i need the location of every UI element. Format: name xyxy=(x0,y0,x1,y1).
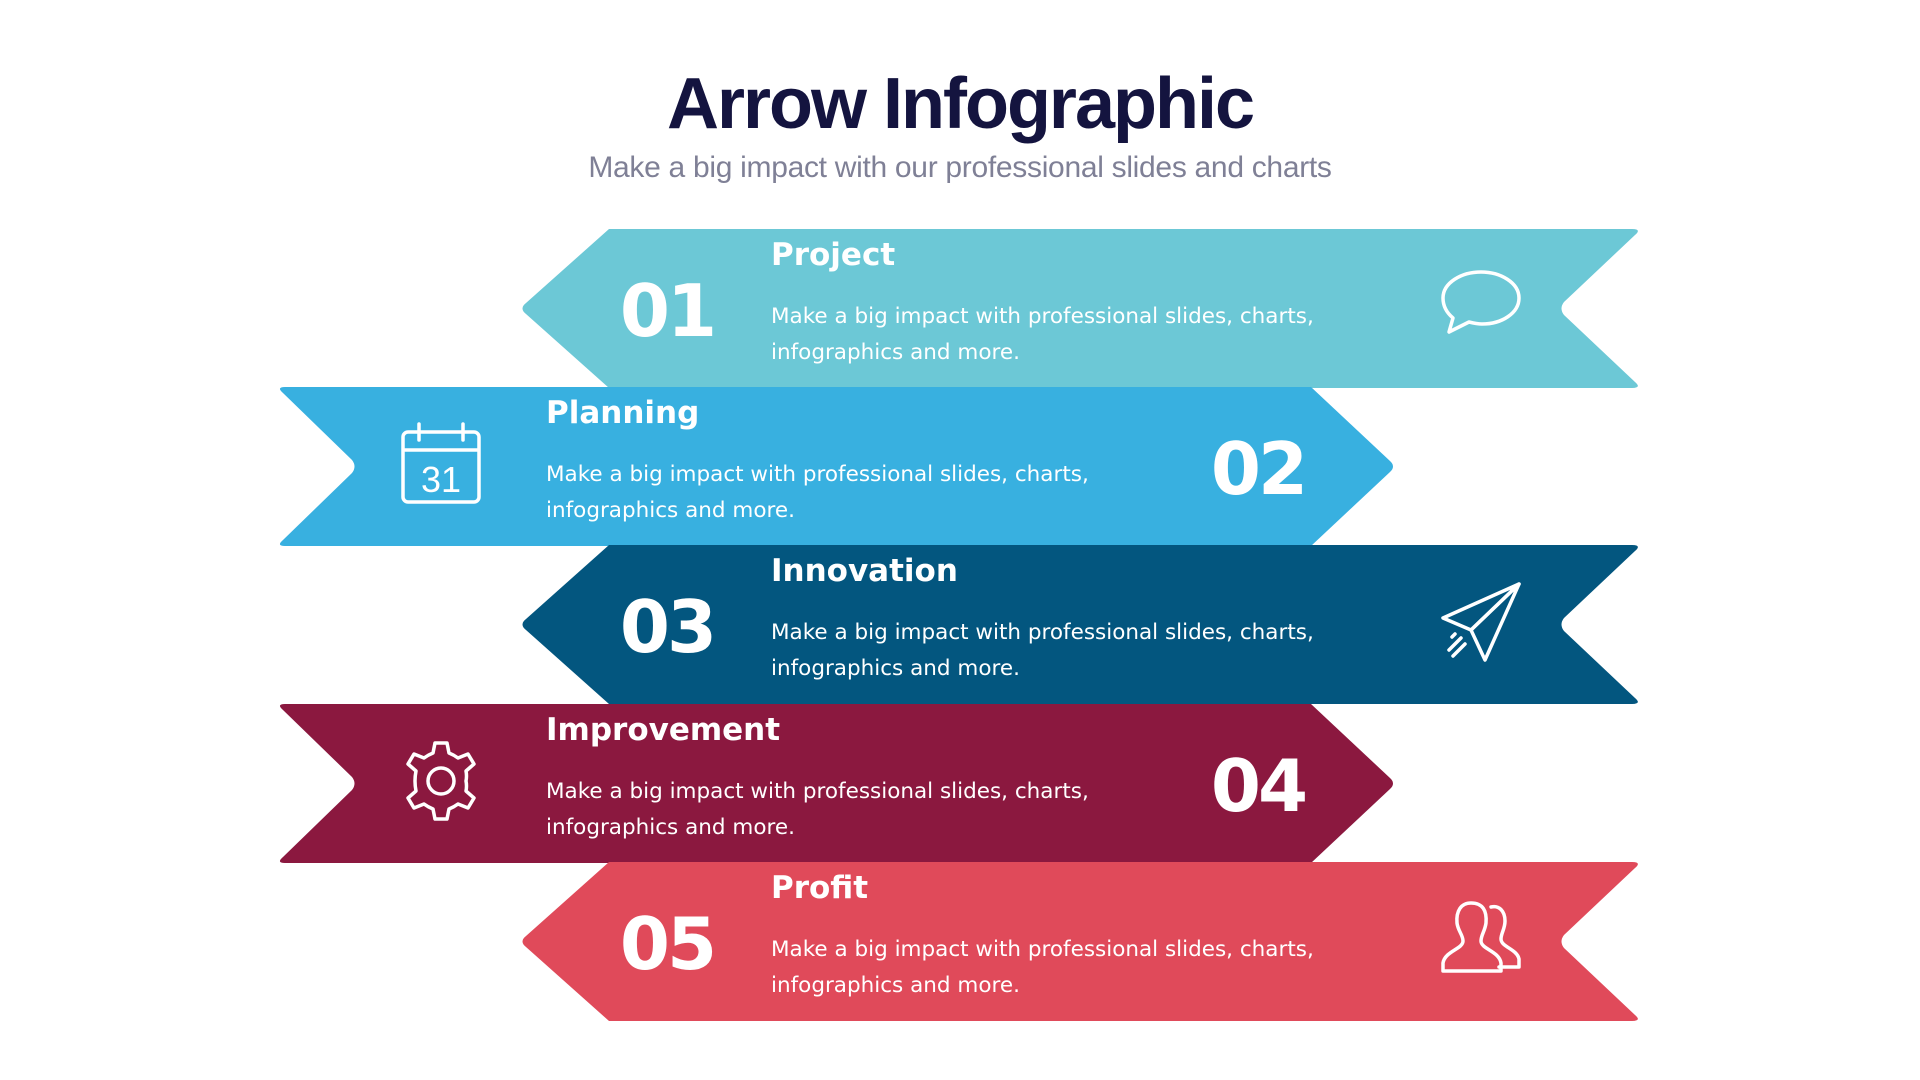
step-description: Make a big impact with professional slid… xyxy=(771,620,1314,681)
step-number: 01 xyxy=(619,269,717,353)
step-number: 05 xyxy=(619,902,717,986)
step-title: Project xyxy=(771,237,896,273)
users-icon xyxy=(1441,901,1521,973)
step-description: Make a big impact with professional slid… xyxy=(546,462,1089,523)
step-banner-1: 01 Project Make a big impact with profes… xyxy=(0,229,1920,388)
calendar-day: 31 xyxy=(421,459,461,500)
arrow-shape-right xyxy=(279,704,1393,863)
step-title: Improvement xyxy=(546,712,781,748)
gear-icon xyxy=(406,741,476,821)
step-banner-2: 02 Planning Make a big impact with profe… xyxy=(0,387,1920,546)
step-number: 04 xyxy=(1210,744,1308,828)
step-number: 03 xyxy=(619,585,717,669)
step-banner-5: 05 Profit Make a big impact with profess… xyxy=(0,862,1920,1021)
page-title: Arrow Infographic xyxy=(666,64,1255,144)
page-subtitle: Make a big impact with our professional … xyxy=(588,151,1332,184)
calendar-icon: 31 xyxy=(401,422,481,504)
step-title: Innovation xyxy=(771,553,958,589)
step-description: Make a big impact with professional slid… xyxy=(771,937,1314,998)
paper-plane-icon xyxy=(1441,582,1521,662)
arrow-shape-left xyxy=(522,862,1638,1021)
step-banner-3: 03 Innovation Make a big impact with pro… xyxy=(0,545,1920,704)
speech-bubble-icon xyxy=(1441,270,1521,334)
arrow-shape-right xyxy=(279,387,1393,546)
step-title: Profit xyxy=(771,870,869,906)
step-banner-4: 04 Improvement Make a big impact with pr… xyxy=(0,704,1920,863)
step-title: Planning xyxy=(546,395,700,431)
arrow-shape-left xyxy=(522,229,1638,388)
step-number: 02 xyxy=(1210,427,1308,511)
step-description: Make a big impact with professional slid… xyxy=(546,779,1089,840)
step-description: Make a big impact with professional slid… xyxy=(771,304,1314,365)
arrow-shape-left xyxy=(522,545,1638,704)
